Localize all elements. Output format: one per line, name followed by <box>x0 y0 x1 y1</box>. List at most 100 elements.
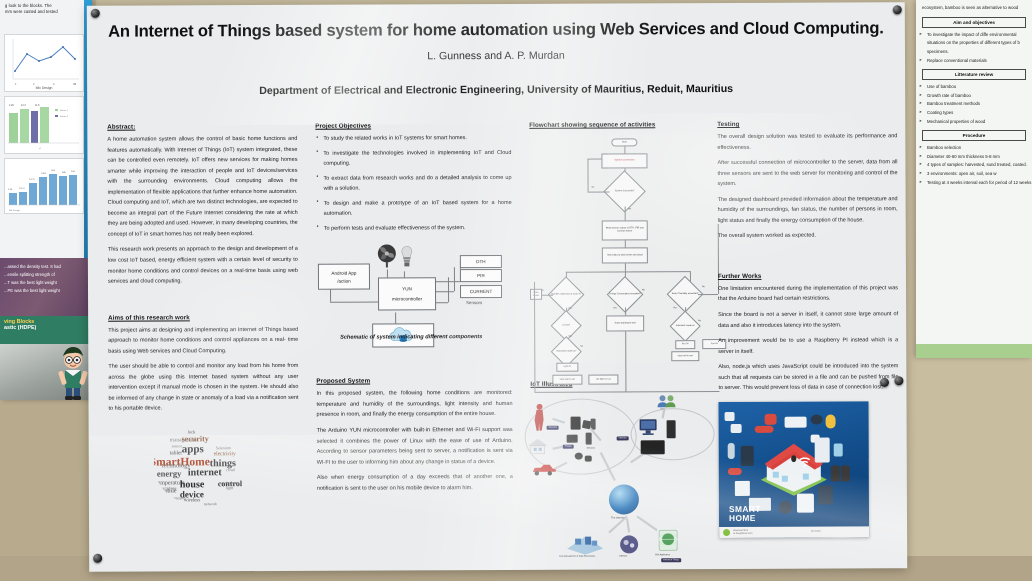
sensor-label: PIR <box>477 273 485 279</box>
smart-home-illustration: SMART HOME download free at freepiknow.c… <box>718 401 870 538</box>
left-poster-photo <box>0 344 92 400</box>
schematic-caption: Schematic of system indicating different… <box>340 334 483 342</box>
finding-3: ...T was the best light weight <box>4 279 57 285</box>
android-app-box: Android App /action <box>317 263 371 291</box>
flow-label-no: No <box>580 345 584 348</box>
poster-pin-mid-right <box>894 376 904 386</box>
left-poster-text-1: g look to the blocks. The <box>5 3 52 8</box>
svg-text:2: 2 <box>33 82 35 86</box>
flow-label-yes: Yes <box>568 307 572 310</box>
left-poster-findings-band: ...assed the density test. It had ...ens… <box>0 258 92 320</box>
svg-text:244: 244 <box>71 171 75 173</box>
interface-icon <box>620 535 639 554</box>
sensor-box-pir: PIR <box>459 269 502 283</box>
objectives-list: To study the related works in IoT system… <box>315 133 511 234</box>
poster-title: An Internet of Things based system for h… <box>108 18 884 41</box>
right-poster-item: Mechanical properties of wood <box>916 118 1032 127</box>
word-cloud-term: Selenium <box>215 445 231 451</box>
word-cloud-term: smartphone <box>157 485 177 491</box>
svg-text:11.5: 11.5 <box>35 104 40 107</box>
objective-item: To perform tests and evaluate effectiven… <box>316 223 512 234</box>
right-poster-item: Testing at 4 weeks interval each for per… <box>916 179 1032 188</box>
abstract-paragraph-1: A home automation system allows the cont… <box>107 135 298 238</box>
iot-arrows <box>552 408 666 534</box>
sensor-label: CURRENT <box>469 289 493 295</box>
abstract-paragraph-2: This research work presents an approach … <box>107 246 298 285</box>
flow-node-send-data: Send data to web server and cloud <box>601 247 648 264</box>
flow-node-send-mail-user-2: Send mail to user <box>671 351 700 362</box>
microcontroller-box: YUN microcontroller <box>377 277 437 311</box>
flow-label-yes: Yes <box>627 208 632 211</box>
flow-node-light-on: Light On <box>556 362 579 372</box>
flow-node-read-sensors: Read sensor values of DTH, PIR and Curre… <box>601 220 648 241</box>
controller-type: microcontroller <box>391 296 423 302</box>
right-poster-item: Replace conventional materials <box>916 57 1032 66</box>
house-icon <box>527 438 548 455</box>
further-paragraph-4: Also, node.js which uses JavaScript coul… <box>718 363 899 392</box>
svg-text:2.26: 2.26 <box>9 104 14 107</box>
column-abstract: Abstract: A home automation system allow… <box>107 123 299 507</box>
right-poster-item: Bamboo selection <box>916 144 1032 153</box>
word-cloud-term: wireless <box>183 498 201 504</box>
flow-label-no: No <box>642 289 645 292</box>
svg-text:sf: sf <box>39 148 41 150</box>
abstract-heading: Abstract: <box>107 123 136 131</box>
word-cloud-term: energy <box>156 468 182 479</box>
main-poster: An Internet of Things based system for h… <box>86 2 908 572</box>
aims-heading: Aims of this research work <box>108 313 190 322</box>
word-cloud-term: light <box>225 485 234 491</box>
proposed-paragraph-1: In this proposed system, the following h… <box>316 390 513 419</box>
flow-label-no: No <box>698 320 701 323</box>
svg-text:127.3: 127.3 <box>29 179 35 181</box>
smart-home-label: SMART HOME <box>728 503 761 524</box>
cloud-database-icon <box>389 327 413 343</box>
svg-text:12.3: 12.3 <box>21 104 26 107</box>
flow-node-send-mail-user: Send mail to user <box>552 374 583 385</box>
smart-home-label-line2: HOME <box>728 513 756 524</box>
word-cloud-term: automation <box>167 495 186 501</box>
bar-chart-1-svg: 2.26 12.3 11.5 Series 1 Series 2 sf <box>8 104 79 150</box>
sensor-box-dth: DTH <box>459 255 502 269</box>
svg-text:18.5: 18.5 <box>51 170 56 172</box>
right-poster-item: Use of bamboo <box>916 83 1032 92</box>
smart-home-label-line1: SMART <box>728 503 761 514</box>
svg-text:121.4: 121.4 <box>19 188 25 190</box>
poster-pin-bottom-left <box>93 553 103 563</box>
word-cloud-term: internet <box>187 467 222 479</box>
right-poster-item: Coating types <box>916 109 1032 118</box>
testing-paragraph-4: The overall system worked as expected. <box>717 232 816 240</box>
data-repository-icon <box>567 536 604 555</box>
line-chart-svg: 1 2 3 4B <box>12 39 79 86</box>
right-poster-heading-literature: Litterature review <box>922 69 1026 81</box>
column-diagrams: Flowchart showing sequence of activities… <box>524 121 727 565</box>
flow-node-room-sensor: Room Sensor <box>530 288 543 300</box>
human-body-icon <box>534 403 544 431</box>
left-chart1-caption: Mix Design <box>35 86 53 90</box>
flow-node-use-lights: Use lights or turn <box>588 374 619 385</box>
proposed-system-heading: Proposed System <box>316 377 371 386</box>
objective-item: To study the related works in IoT system… <box>315 133 511 144</box>
right-poster-item: 3 environments: open air, soil, sea w <box>916 170 1032 179</box>
right-poster-item: To investigate the impact of diffe envir… <box>916 31 1032 57</box>
svg-text:Series 2: Series 2 <box>60 115 69 118</box>
poster-authors: L. Gunness and A. P. Murdan <box>427 49 565 63</box>
right-poster-heading-procedure: Procedure <box>922 130 1026 142</box>
flow-node-save-warning: Save warning to end <box>606 315 645 332</box>
flow-label-no: No <box>591 186 595 189</box>
further-works-heading: Further Works <box>717 272 762 280</box>
smart-home-footer-left-2: at freepiknow.com <box>733 532 753 536</box>
objectives-heading: Project Objectives <box>315 122 372 130</box>
column-testing: Testing The overall design solution was … <box>717 120 899 538</box>
right-poster-item: Bamboo treatment methods <box>916 100 1032 109</box>
android-action-label: /action <box>337 278 351 284</box>
left-poster-banner-2: astic (HDPE) <box>4 325 37 331</box>
right-poster-heading-aims: Aim and objectives <box>922 16 1026 28</box>
flow-label-yes: Yes <box>613 307 617 310</box>
objective-item: To design and make a prototype of an IoT… <box>316 198 512 220</box>
smart-house-icon <box>760 443 827 496</box>
right-poster-item: 4 types of samples: harvested, sund trea… <box>916 161 1032 170</box>
finding-1: ...assed the density test. It had <box>4 264 61 269</box>
finding-4: ...PE was the best light weight <box>4 287 60 293</box>
sensors-group-label: Sensors <box>466 300 483 306</box>
